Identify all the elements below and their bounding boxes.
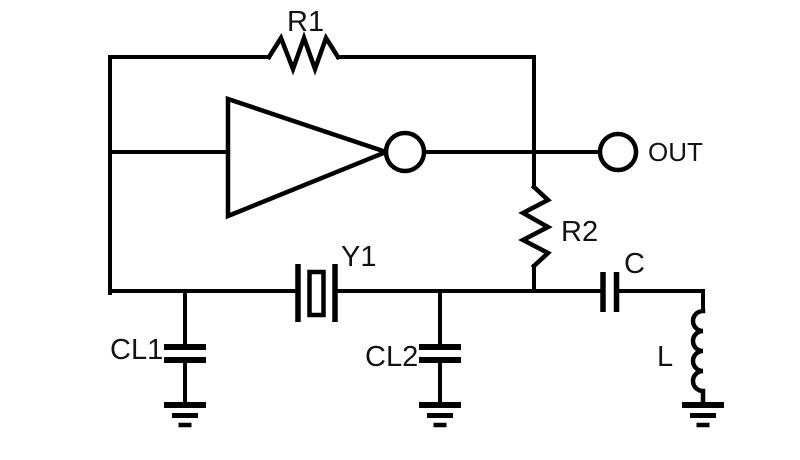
crystal-y1-label: Y1 xyxy=(341,241,376,273)
crystal-y1-body xyxy=(307,269,326,318)
inductor-l-label: L xyxy=(657,341,673,373)
wire-left-rail xyxy=(108,55,271,295)
wire-top-right xyxy=(336,55,536,189)
inverter-bubble-icon xyxy=(383,130,427,174)
out-terminal: OUT xyxy=(597,131,703,173)
capacitor-cl2: CL2 xyxy=(365,341,461,428)
capacitor-c: C xyxy=(600,248,645,312)
resistor-r2-symbol xyxy=(518,183,553,270)
resistor-r2: R2 xyxy=(518,183,598,270)
ground-symbol-l xyxy=(682,402,724,428)
ground-symbol-cl1 xyxy=(164,402,206,428)
inductor-l-symbol xyxy=(690,308,706,406)
resistor-r1-symbol xyxy=(265,31,342,76)
capacitor-cl1: CL1 xyxy=(110,334,206,428)
inverter xyxy=(225,95,427,220)
wires xyxy=(108,55,705,405)
out-terminal-label: OUT xyxy=(648,137,703,167)
out-terminal-icon xyxy=(597,131,639,173)
resistor-r2-label: R2 xyxy=(561,216,598,248)
ground-symbol-cl2 xyxy=(419,402,461,428)
inverter-triangle-icon xyxy=(225,95,393,220)
inductor-l: L xyxy=(657,308,724,428)
capacitor-cl1-label: CL1 xyxy=(110,334,163,366)
wire-bottom-right-corner xyxy=(618,289,705,313)
capacitor-cl2-label: CL2 xyxy=(365,341,418,373)
crystal-y1: Y1 xyxy=(295,241,376,322)
resistor-r1-label: R1 xyxy=(287,6,324,38)
resistor-r1: R1 xyxy=(265,6,342,76)
capacitor-c-label: C xyxy=(624,248,645,280)
